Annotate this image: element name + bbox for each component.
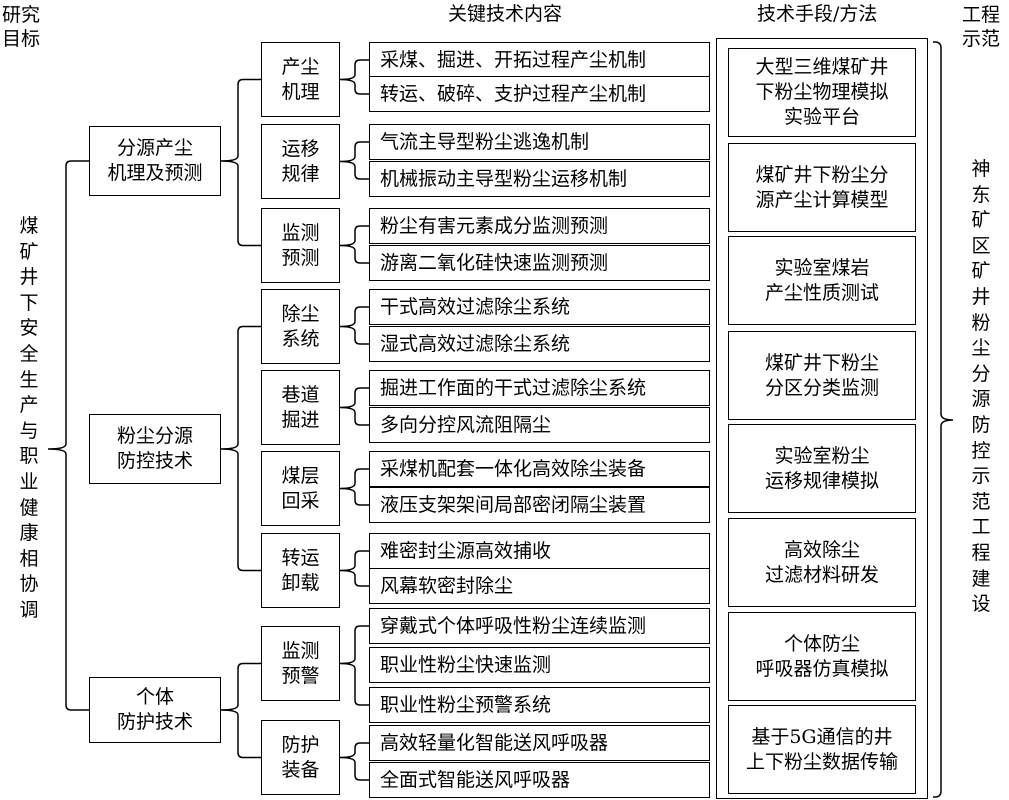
method-box-6: 高效除尘 过滤材料研发 bbox=[728, 518, 916, 607]
header-key-content: 关键技术内容 bbox=[448, 3, 563, 25]
group-items-bracket bbox=[339, 468, 369, 506]
category-box-3: 个体 防护技术 bbox=[89, 677, 221, 743]
group-items-bracket bbox=[339, 306, 369, 345]
category-groups-bracket bbox=[220, 662, 261, 759]
item-box-1-1-1: 采煤、掘进、开拓过程产尘机制 bbox=[369, 42, 710, 78]
item-box-2-3-2: 液压支架架间局部密闭隔尘装置 bbox=[369, 487, 710, 523]
demo-bracket bbox=[933, 41, 954, 798]
header-method: 技术手段/方法 bbox=[757, 3, 878, 25]
group-box-1-2: 运移 规律 bbox=[261, 124, 340, 199]
group-items-bracket bbox=[339, 59, 369, 95]
research-goal-vertical-text: 煤矿井下安全生产与职业健康相协调 bbox=[19, 215, 39, 621]
group-items-bracket bbox=[339, 742, 369, 781]
item-box-3-1-3: 职业性粉尘预警系统 bbox=[369, 687, 710, 723]
item-box-2-1-2: 湿式高效过滤除尘系统 bbox=[369, 326, 710, 362]
item-box-3-1-1: 穿戴式个体呼吸性粉尘连续监测 bbox=[369, 608, 710, 644]
method-panel-frame bbox=[716, 38, 928, 799]
group-box-2-3: 煤层 回采 bbox=[261, 451, 340, 526]
method-box-2: 煤矿井下粉尘分 源产尘计算模型 bbox=[728, 143, 916, 232]
group-box-2-4: 转运 卸载 bbox=[261, 533, 340, 608]
item-box-2-2-1: 掘进工作面的干式过滤除尘系统 bbox=[369, 370, 710, 406]
item-box-1-3-2: 游离二氧化硅快速监测预测 bbox=[369, 245, 710, 281]
group-box-2-1: 除尘 系统 bbox=[261, 289, 340, 364]
group-box-3-2: 防护 装备 bbox=[261, 720, 340, 795]
category-box-2: 粉尘分源 防控技术 bbox=[89, 414, 221, 484]
item-box-2-4-2: 风幕软密封除尘 bbox=[369, 568, 710, 604]
header-demo: 工程 示范 bbox=[962, 4, 1001, 50]
item-box-1-2-1: 气流主导型粉尘逃逸机制 bbox=[369, 124, 710, 160]
group-box-2-2: 巷道 掘进 bbox=[261, 370, 340, 445]
group-box-1-1: 产尘 机理 bbox=[261, 42, 340, 117]
category-box-1: 分源产尘 机理及预测 bbox=[89, 126, 221, 196]
method-box-7: 个体防尘 呼吸器仿真模拟 bbox=[728, 612, 916, 701]
header-research-goal: 研究 目标 bbox=[2, 4, 41, 50]
item-box-2-2-2: 多向分控风流阻隔尘 bbox=[369, 407, 710, 443]
group-items-bracket bbox=[339, 625, 369, 706]
group-box-3-1: 监测 预警 bbox=[261, 626, 340, 701]
item-box-2-4-1: 难密封尘源高效捕收 bbox=[369, 533, 710, 569]
group-items-bracket bbox=[339, 141, 369, 180]
method-box-8: 基于5G通信的井 上下粉尘数据传输 bbox=[728, 705, 916, 794]
method-box-3: 实验室煤岩 产尘性质测试 bbox=[728, 236, 916, 325]
demo-project-vertical-text: 神东矿区矿井粉尘分源防控示范工程建设 bbox=[971, 158, 991, 616]
group-box-1-3: 监测 预测 bbox=[261, 208, 340, 283]
item-box-2-3-1: 采煤机配套一体化高效除尘装备 bbox=[369, 451, 710, 487]
item-box-3-1-2: 职业性粉尘快速监测 bbox=[369, 647, 710, 683]
method-box-5: 实验室粉尘 运移规律模拟 bbox=[728, 424, 916, 513]
goal-categories-bracket bbox=[47, 160, 89, 711]
category-groups-bracket bbox=[220, 78, 261, 247]
group-items-bracket bbox=[339, 387, 369, 426]
category-groups-bracket bbox=[220, 325, 261, 572]
item-box-3-2-2: 全面式智能送风呼吸器 bbox=[369, 762, 710, 798]
item-box-1-3-1: 粉尘有害元素成分监测预测 bbox=[369, 208, 710, 244]
method-box-4: 煤矿井下粉尘 分区分类监测 bbox=[728, 331, 916, 420]
method-box-1: 大型三维煤矿井 下粉尘物理模拟 实验平台 bbox=[728, 48, 916, 137]
item-box-3-2-1: 高效轻量化智能送风呼吸器 bbox=[369, 725, 710, 761]
item-box-1-1-2: 转运、破碎、支护过程产尘机制 bbox=[369, 76, 710, 112]
group-items-bracket bbox=[339, 550, 369, 587]
item-box-1-2-2: 机械振动主导型粉尘运移机制 bbox=[369, 161, 710, 197]
item-box-2-1-1: 干式高效过滤除尘系统 bbox=[369, 289, 710, 325]
group-items-bracket bbox=[339, 225, 369, 264]
